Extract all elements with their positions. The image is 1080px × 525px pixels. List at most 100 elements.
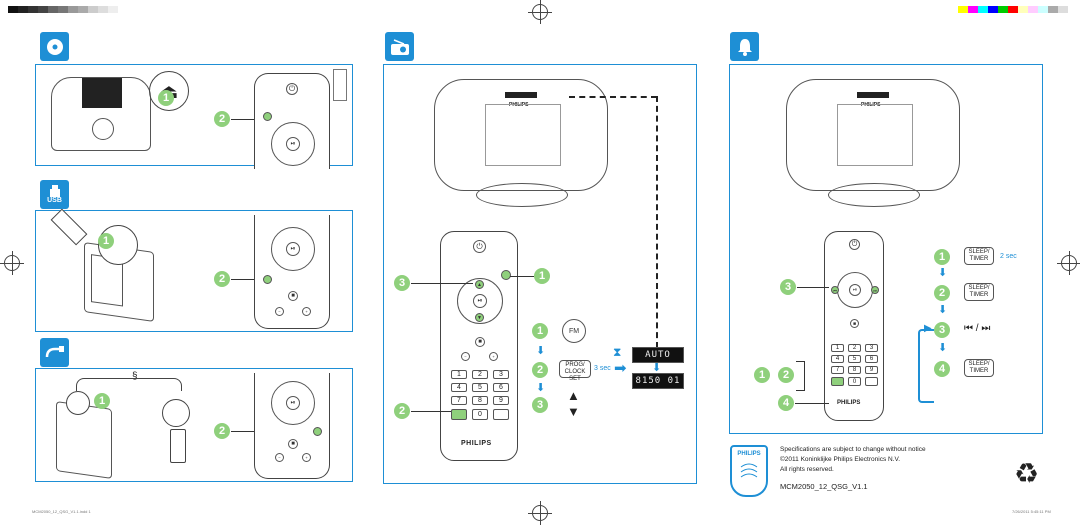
volume-down-button[interactable]: − [275,307,284,316]
step-3-badge: 3 [934,322,950,338]
play-pause-button[interactable]: ⏯ [286,137,300,151]
stop-button[interactable]: ■ [850,319,859,328]
tune-up-button[interactable]: ▲ [475,280,484,289]
color-bar [958,6,1068,13]
keypad-3[interactable]: 3 [865,344,878,352]
play-pause-button[interactable]: ⏯ [286,242,300,256]
volume-up-button[interactable]: + [302,307,311,316]
slug-left: MCM2050_12_QSG_V1.1.indd 1 [32,509,91,514]
step-1-badge: 1 [754,367,770,383]
fm-button: FM [562,319,586,343]
document-id: MCM2050_12_QSG_V1.1 [780,482,868,491]
stop-button[interactable]: ■ [288,439,298,449]
keypad-0[interactable]: 0 [848,377,861,386]
arrow-down-icon: ⬇ [652,362,662,374]
step-2-badge: 2 [532,362,548,378]
step-4-badge: 4 [934,361,950,377]
skip-buttons-icon: ⏮ / ⏭ [964,323,991,334]
play-pause-button[interactable]: ⏯ [849,284,861,296]
volume-down-button[interactable]: − [461,352,470,361]
remote-brand: PHILIPS [837,400,861,406]
play-pause-button[interactable]: ⏯ [286,396,300,410]
keypad-4[interactable]: 4 [451,383,467,392]
keypad-6[interactable]: 6 [493,383,509,392]
usb-source-button[interactable] [263,275,272,284]
step-2-badge: 2 [214,111,230,127]
keypad-9[interactable]: 9 [493,396,509,405]
keypad-2[interactable]: 2 [472,370,488,379]
keypad-2[interactable]: 2 [848,344,861,352]
stop-button[interactable]: ■ [288,291,298,301]
device-door [82,78,122,108]
copyright: ©2011 Koninklijke Philips Electronics N.… [780,456,901,463]
step-3-badge: 3 [394,275,410,291]
volume-up-button[interactable]: + [302,453,311,462]
keypad-8[interactable]: 8 [848,366,861,374]
usb-stick [50,208,88,246]
registration-mark-right [1057,251,1080,275]
step-1-badge: 1 [534,268,550,284]
philips-logo-text: PHILIPS [737,451,761,457]
repeat-key[interactable] [865,377,878,386]
leader-line [231,279,263,280]
repeat-key[interactable] [493,409,509,420]
recycle-icon: ♻ [1014,458,1040,489]
player-jack-bubble [162,399,190,427]
keypad-7[interactable]: 7 [831,366,844,374]
leader-line [411,283,473,284]
keypad-1[interactable]: 1 [451,370,467,379]
rights-reserved: All rights reserved. [780,466,834,473]
device-brand: PHILIPS [509,102,529,108]
speaker-device [51,77,151,151]
step-4-badge: 4 [778,395,794,411]
hold-time: 2 sec [1000,253,1017,260]
arrow-down-icon: ⬇ [938,304,948,316]
sleep-timer-key[interactable] [831,377,844,386]
previous-button[interactable]: ⏮ [831,286,839,294]
usb-label: USB [47,197,62,204]
stop-button[interactable]: ■ [475,337,485,347]
hold-time: 3 sec [594,365,611,372]
keypad-4[interactable]: 4 [831,355,844,363]
keypad-5[interactable]: 5 [848,355,861,363]
keypad-9[interactable]: 9 [865,366,878,374]
keypad-8[interactable]: 8 [472,396,488,405]
display-preset: 8150 01 [632,373,684,389]
power-button[interactable]: ⏻ [473,240,486,253]
remote-brand: PHILIPS [461,440,492,447]
cd-slot [837,104,913,166]
prog-clock-set-key[interactable] [451,409,467,420]
usb-icon: USB [40,180,69,209]
leader-line [411,411,451,412]
arrow-right-icon: ▶ [924,323,932,334]
tuner-source-button[interactable] [501,270,511,280]
next-button[interactable]: ⏭ [871,286,879,294]
step-2-badge: 2 [778,367,794,383]
tune-down-button[interactable]: ▼ [475,313,484,322]
cd-tray-icon [333,69,347,101]
remote-control: ⏯ ■ − + [254,215,330,329]
keypad-7[interactable]: 7 [451,396,467,405]
leader-line [231,431,263,432]
cable-break-mark: § [132,371,138,382]
power-button[interactable]: ⏻ [286,83,298,95]
step-1-badge: 1 [98,233,114,249]
keypad-0[interactable]: 0 [472,409,488,420]
keypad-6[interactable]: 6 [865,355,878,363]
disc-source-button[interactable] [263,112,272,121]
audio-in-source-button[interactable] [313,427,322,436]
bell-icon [730,32,759,61]
volume-up-button[interactable]: + [489,352,498,361]
arrow-down-icon: ⬇ [536,345,546,357]
keypad-5[interactable]: 5 [472,383,488,392]
volume-down-button[interactable]: − [275,453,284,462]
registration-mark-left [0,251,24,275]
sleep-timer-button: SLEEP/ TIMER [964,359,994,377]
leader-line [795,403,829,404]
power-button[interactable]: ⏻ [849,239,860,250]
keypad-1[interactable]: 1 [831,344,844,352]
disc-panel: ⏏ 1 2 ⏻ ⏯ [35,64,353,169]
keypad-3[interactable]: 3 [493,370,509,379]
arrow-down-icon: ⬇ [938,267,948,279]
play-pause-button[interactable]: ⏯ [473,294,487,308]
